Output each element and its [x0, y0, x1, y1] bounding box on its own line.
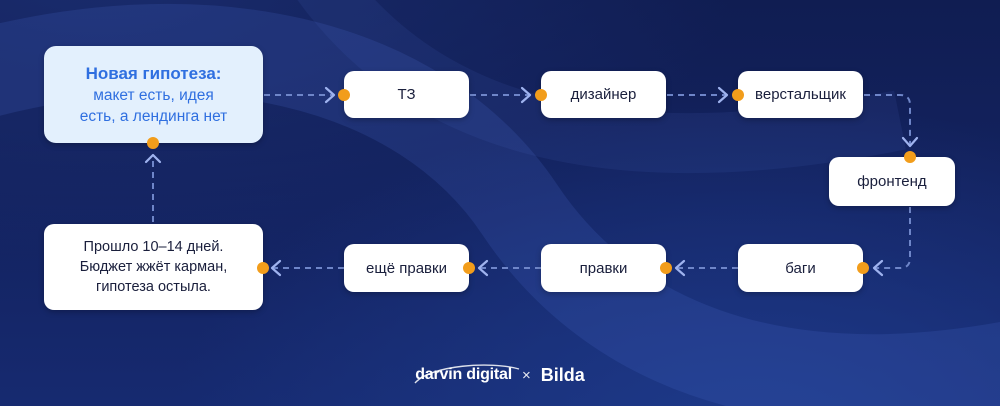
- port-frontend: [904, 151, 916, 163]
- node-designer: дизайнер: [541, 71, 666, 118]
- node-frontend-label: фронтенд: [857, 173, 927, 190]
- port-more-edits: [463, 262, 475, 274]
- bilda-logo: Bilda: [540, 364, 585, 385]
- darvin-digital-logo: darvin digital: [414, 364, 520, 384]
- node-new-hypothesis-line2: есть, а лендинга нет: [79, 107, 228, 125]
- node-bugs: баги: [738, 244, 863, 292]
- node-tz: ТЗ: [344, 71, 469, 118]
- port-new-hypothesis: [147, 137, 159, 149]
- node-outcome-line2: Бюджет жжёт карман,: [79, 259, 228, 275]
- arrowhead-edits: [674, 259, 686, 277]
- node-edits-label: правки: [579, 259, 628, 277]
- node-new-hypothesis-line1: макет есть, идея: [93, 86, 214, 104]
- port-tz: [338, 89, 350, 101]
- node-outcome: Прошло 10–14 дней. Бюджет жжёт карман, г…: [44, 224, 263, 310]
- port-layout: [732, 89, 744, 101]
- arrowhead-bugs: [872, 259, 884, 277]
- connector-layout-to-frontend: [864, 94, 911, 146]
- node-layout-designer-label: верстальщик: [755, 86, 846, 103]
- port-outcome: [257, 262, 269, 274]
- node-more-edits: ещё правки: [344, 244, 469, 292]
- port-designer: [535, 89, 547, 101]
- node-bugs-label: баги: [785, 259, 816, 277]
- arrowhead-frontend: [901, 136, 919, 148]
- node-edits: правки: [541, 244, 666, 292]
- arrowhead-start: [144, 153, 162, 164]
- node-frontend: фронтенд: [829, 157, 955, 206]
- arrowhead-designer: [520, 86, 532, 104]
- node-outcome-line1: Прошло 10–14 дней.: [83, 239, 224, 255]
- node-designer-label: дизайнер: [570, 86, 637, 103]
- port-bugs: [857, 262, 869, 274]
- arrowhead-end: [270, 259, 282, 277]
- arrowhead-more-edits: [477, 259, 489, 277]
- node-outcome-line3: гипотеза остыла.: [96, 279, 211, 295]
- node-tz-label: ТЗ: [397, 86, 416, 103]
- logo-arc-icon: [414, 364, 520, 384]
- node-new-hypothesis: Новая гипотеза: макет есть, идея есть, а…: [44, 46, 263, 143]
- footer-brands: darvin digital × Bilda: [0, 362, 1000, 388]
- node-more-edits-label: ещё правки: [366, 259, 447, 277]
- brand-separator: ×: [522, 366, 531, 384]
- arrowhead-layout: [717, 86, 729, 104]
- connector-frontend-to-bugs: [874, 207, 911, 269]
- node-new-hypothesis-title: Новая гипотеза:: [85, 63, 222, 83]
- node-layout-designer: верстальщик: [738, 71, 863, 118]
- port-edits: [660, 262, 672, 274]
- arrowhead-tz: [324, 86, 336, 104]
